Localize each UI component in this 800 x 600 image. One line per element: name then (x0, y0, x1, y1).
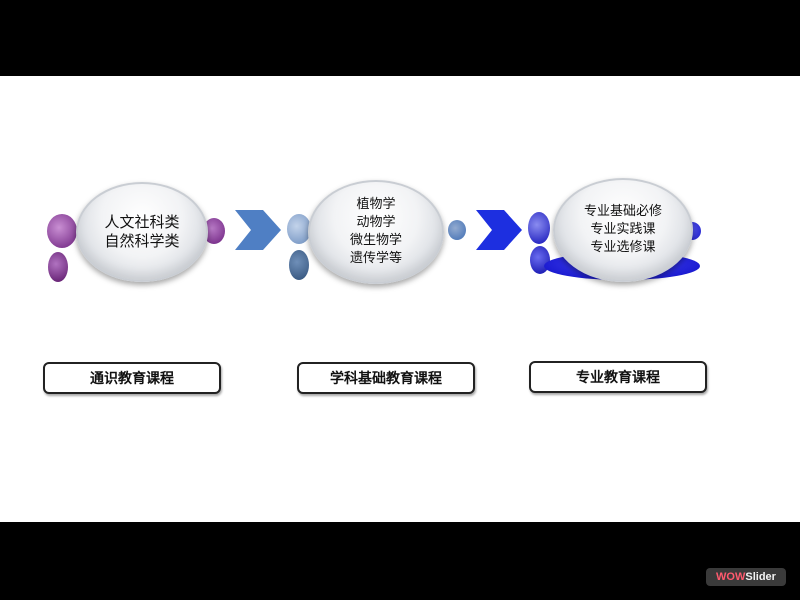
stage2-deco-left (287, 214, 311, 244)
arrow-2-shape (476, 210, 522, 250)
stage3-line-2: 专业实践课 (590, 222, 656, 237)
stage2-deco-right (448, 220, 466, 240)
stage1-deco-right (203, 218, 225, 244)
stage2-line-4: 遗传学等 (349, 251, 402, 266)
stage2-label: 学科基础教育课程 (297, 362, 475, 394)
stage2-line-2: 动物学 (356, 215, 396, 230)
stage1-deco-bottom (48, 252, 68, 282)
stage1-label: 通识教育课程 (43, 362, 221, 394)
stage3-line-1: 专业基础必修 (583, 204, 662, 219)
watermark-part-1: WOW (716, 571, 746, 583)
watermark-part-2: Slider (745, 571, 776, 583)
stage3-label: 专业教育课程 (529, 361, 707, 393)
stage1-line-2: 自然科学类 (104, 232, 180, 250)
stage2-line-1: 植物学 (356, 197, 396, 212)
curriculum-diagram: 人文社科类 自然科学类 植物学 动物学 微生物学 遗传学等 专业基础必修 (0, 76, 800, 522)
stage3-deco-left (528, 212, 550, 244)
arrow-1-chevron (235, 210, 281, 250)
stage2-bubble: 植物学 动物学 微生物学 遗传学等 (308, 180, 444, 284)
stage1-line-1: 人文社科类 (104, 213, 180, 231)
arrow-1-shape (235, 210, 281, 250)
stage3-line-3: 专业选修课 (590, 240, 656, 255)
stage1-deco-left (47, 214, 77, 248)
arrow-2-chevron (476, 210, 522, 250)
stage2-deco-bottom (289, 250, 309, 280)
stage3-bubble: 专业基础必修 专业实践课 专业选修课 (553, 178, 693, 282)
slide-area: 人文社科类 自然科学类 植物学 动物学 微生物学 遗传学等 专业基础必修 (0, 76, 800, 522)
stage1-bubble: 人文社科类 自然科学类 (76, 182, 208, 282)
stage2-line-3: 微生物学 (349, 233, 402, 248)
